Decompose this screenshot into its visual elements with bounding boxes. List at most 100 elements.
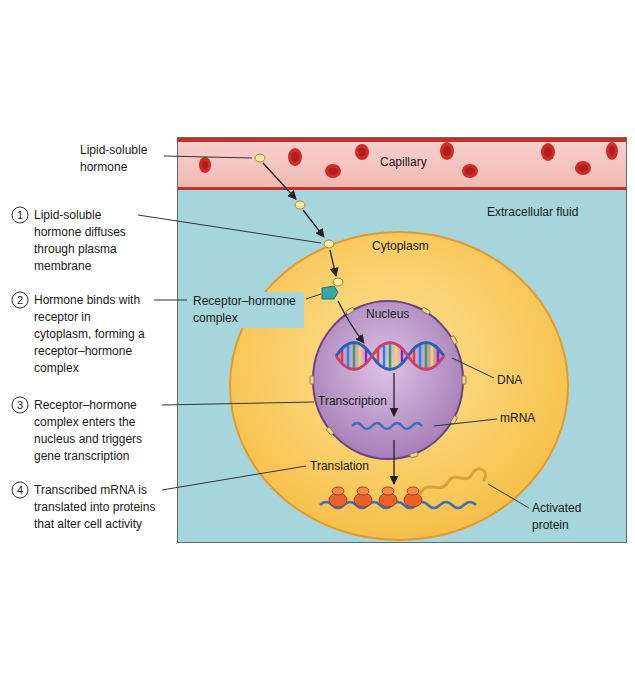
callout-number: 1 — [11, 206, 29, 224]
structure-label: Transcription — [318, 393, 398, 410]
leader-line — [306, 294, 321, 299]
red-blood-cell-center — [544, 147, 552, 157]
nucleus-outline — [312, 300, 464, 460]
red-blood-cell-center — [609, 146, 615, 156]
region-label: Nucleus — [366, 306, 416, 323]
base-pair — [413, 350, 416, 363]
nuclear-pore — [410, 452, 419, 458]
red-blood-cell-center — [358, 148, 366, 157]
dna-strand — [336, 343, 444, 370]
leader-line — [434, 419, 497, 426]
red-blood-cell — [541, 143, 555, 161]
step-description: Lipid-soluble hormone diffuses through p… — [34, 207, 134, 275]
ribosome — [332, 487, 344, 495]
nuclear-pores — [310, 307, 466, 458]
red-blood-cell-center — [202, 161, 208, 169]
red-blood-cell — [288, 148, 302, 166]
nucleus-shape — [313, 301, 463, 459]
red-blood-cell — [440, 142, 454, 160]
callout-number: 4 — [11, 481, 29, 499]
red-blood-cell — [325, 164, 341, 178]
structure-label: Activated protein — [532, 500, 596, 534]
red-blood-cell — [462, 164, 478, 178]
extracellular-fluid-panel: CapillaryNucleus Cytoplasm Extracellular f… — [178, 138, 626, 542]
capillary-band: Capillary — [178, 138, 626, 190]
ribosome — [357, 487, 369, 495]
callout-circle: 2 — [11, 291, 29, 309]
cell-shape — [230, 232, 568, 540]
nuclear-pore — [450, 416, 457, 425]
step-description: Transcribed mRNA is translated into prot… — [34, 482, 158, 533]
ribosome — [354, 493, 372, 507]
nuclear-pore — [310, 376, 314, 384]
process-arrow — [393, 440, 394, 484]
nuclear-pore — [462, 376, 466, 384]
structure-label: Receptor–hormone complex — [190, 292, 304, 328]
base-pair — [383, 345, 386, 368]
base-pair — [425, 343, 428, 369]
step-description: Receptor–hormone complex enters the nucl… — [34, 397, 158, 465]
region-label: Extracellular fluid — [487, 204, 597, 221]
red-blood-cell-center — [443, 146, 451, 156]
process-arrow — [263, 163, 296, 199]
nuclear-pore — [326, 427, 334, 436]
mrna-strand — [352, 423, 422, 429]
region-label: Capillary — [380, 154, 442, 171]
structure-label: Translation — [310, 458, 380, 475]
base-pair — [341, 350, 344, 363]
base-pair — [353, 343, 356, 369]
red-blood-cells — [199, 142, 618, 178]
red-blood-cell-center — [465, 168, 475, 175]
ribosome — [407, 487, 419, 495]
hormone — [295, 201, 305, 209]
process-arrow — [393, 373, 394, 416]
leader-line — [164, 156, 252, 158]
red-blood-cell — [575, 161, 591, 175]
leader-line — [154, 300, 187, 301]
nuclear-pore — [450, 336, 457, 345]
leader-line — [162, 466, 306, 490]
nuclear-pore — [346, 307, 355, 314]
callout-ring — [12, 292, 28, 308]
red-blood-cell-center — [291, 152, 299, 162]
red-blood-cell — [606, 142, 618, 160]
callout-number: 3 — [11, 396, 29, 414]
base-pair — [347, 345, 350, 368]
leader-line — [488, 484, 529, 508]
ribosome — [329, 493, 347, 507]
base-pair — [395, 345, 398, 368]
process-arrow — [330, 250, 336, 276]
hormone — [333, 278, 343, 286]
callout-circle: 1 — [11, 206, 29, 224]
callout-ring — [12, 482, 28, 498]
callout-circle: 4 — [11, 481, 29, 499]
hormone-label: Lipid-soluble hormone — [80, 142, 160, 176]
dna-helix — [336, 343, 444, 370]
base-pair — [359, 345, 362, 368]
nuclear-pore — [422, 307, 431, 314]
base-pair — [401, 350, 404, 363]
base-pair — [389, 343, 392, 369]
process-arrow — [338, 301, 364, 343]
process-arrow — [303, 210, 324, 237]
mrna-strand — [320, 502, 476, 508]
base-pair — [377, 350, 380, 363]
step-description: Hormone binds with receptor in cytoplasm… — [34, 292, 150, 377]
nucleus: Nucleus — [312, 300, 464, 460]
structure-label: DNA — [497, 372, 537, 389]
hormone — [324, 240, 334, 248]
red-blood-cell — [199, 157, 211, 173]
region-label: Cytoplasm — [372, 238, 444, 255]
ribosome — [379, 493, 397, 507]
base-pair — [437, 350, 440, 363]
base-pair — [431, 345, 434, 368]
leader-line — [138, 215, 321, 243]
leader-lines — [138, 156, 529, 508]
callout-circle: 3 — [11, 396, 29, 414]
hormone — [255, 154, 265, 162]
red-blood-cell-center — [328, 168, 338, 175]
leader-line — [452, 358, 494, 378]
hormones — [255, 154, 343, 286]
leader-line — [162, 402, 314, 405]
structure-label: mRNA — [500, 410, 550, 427]
